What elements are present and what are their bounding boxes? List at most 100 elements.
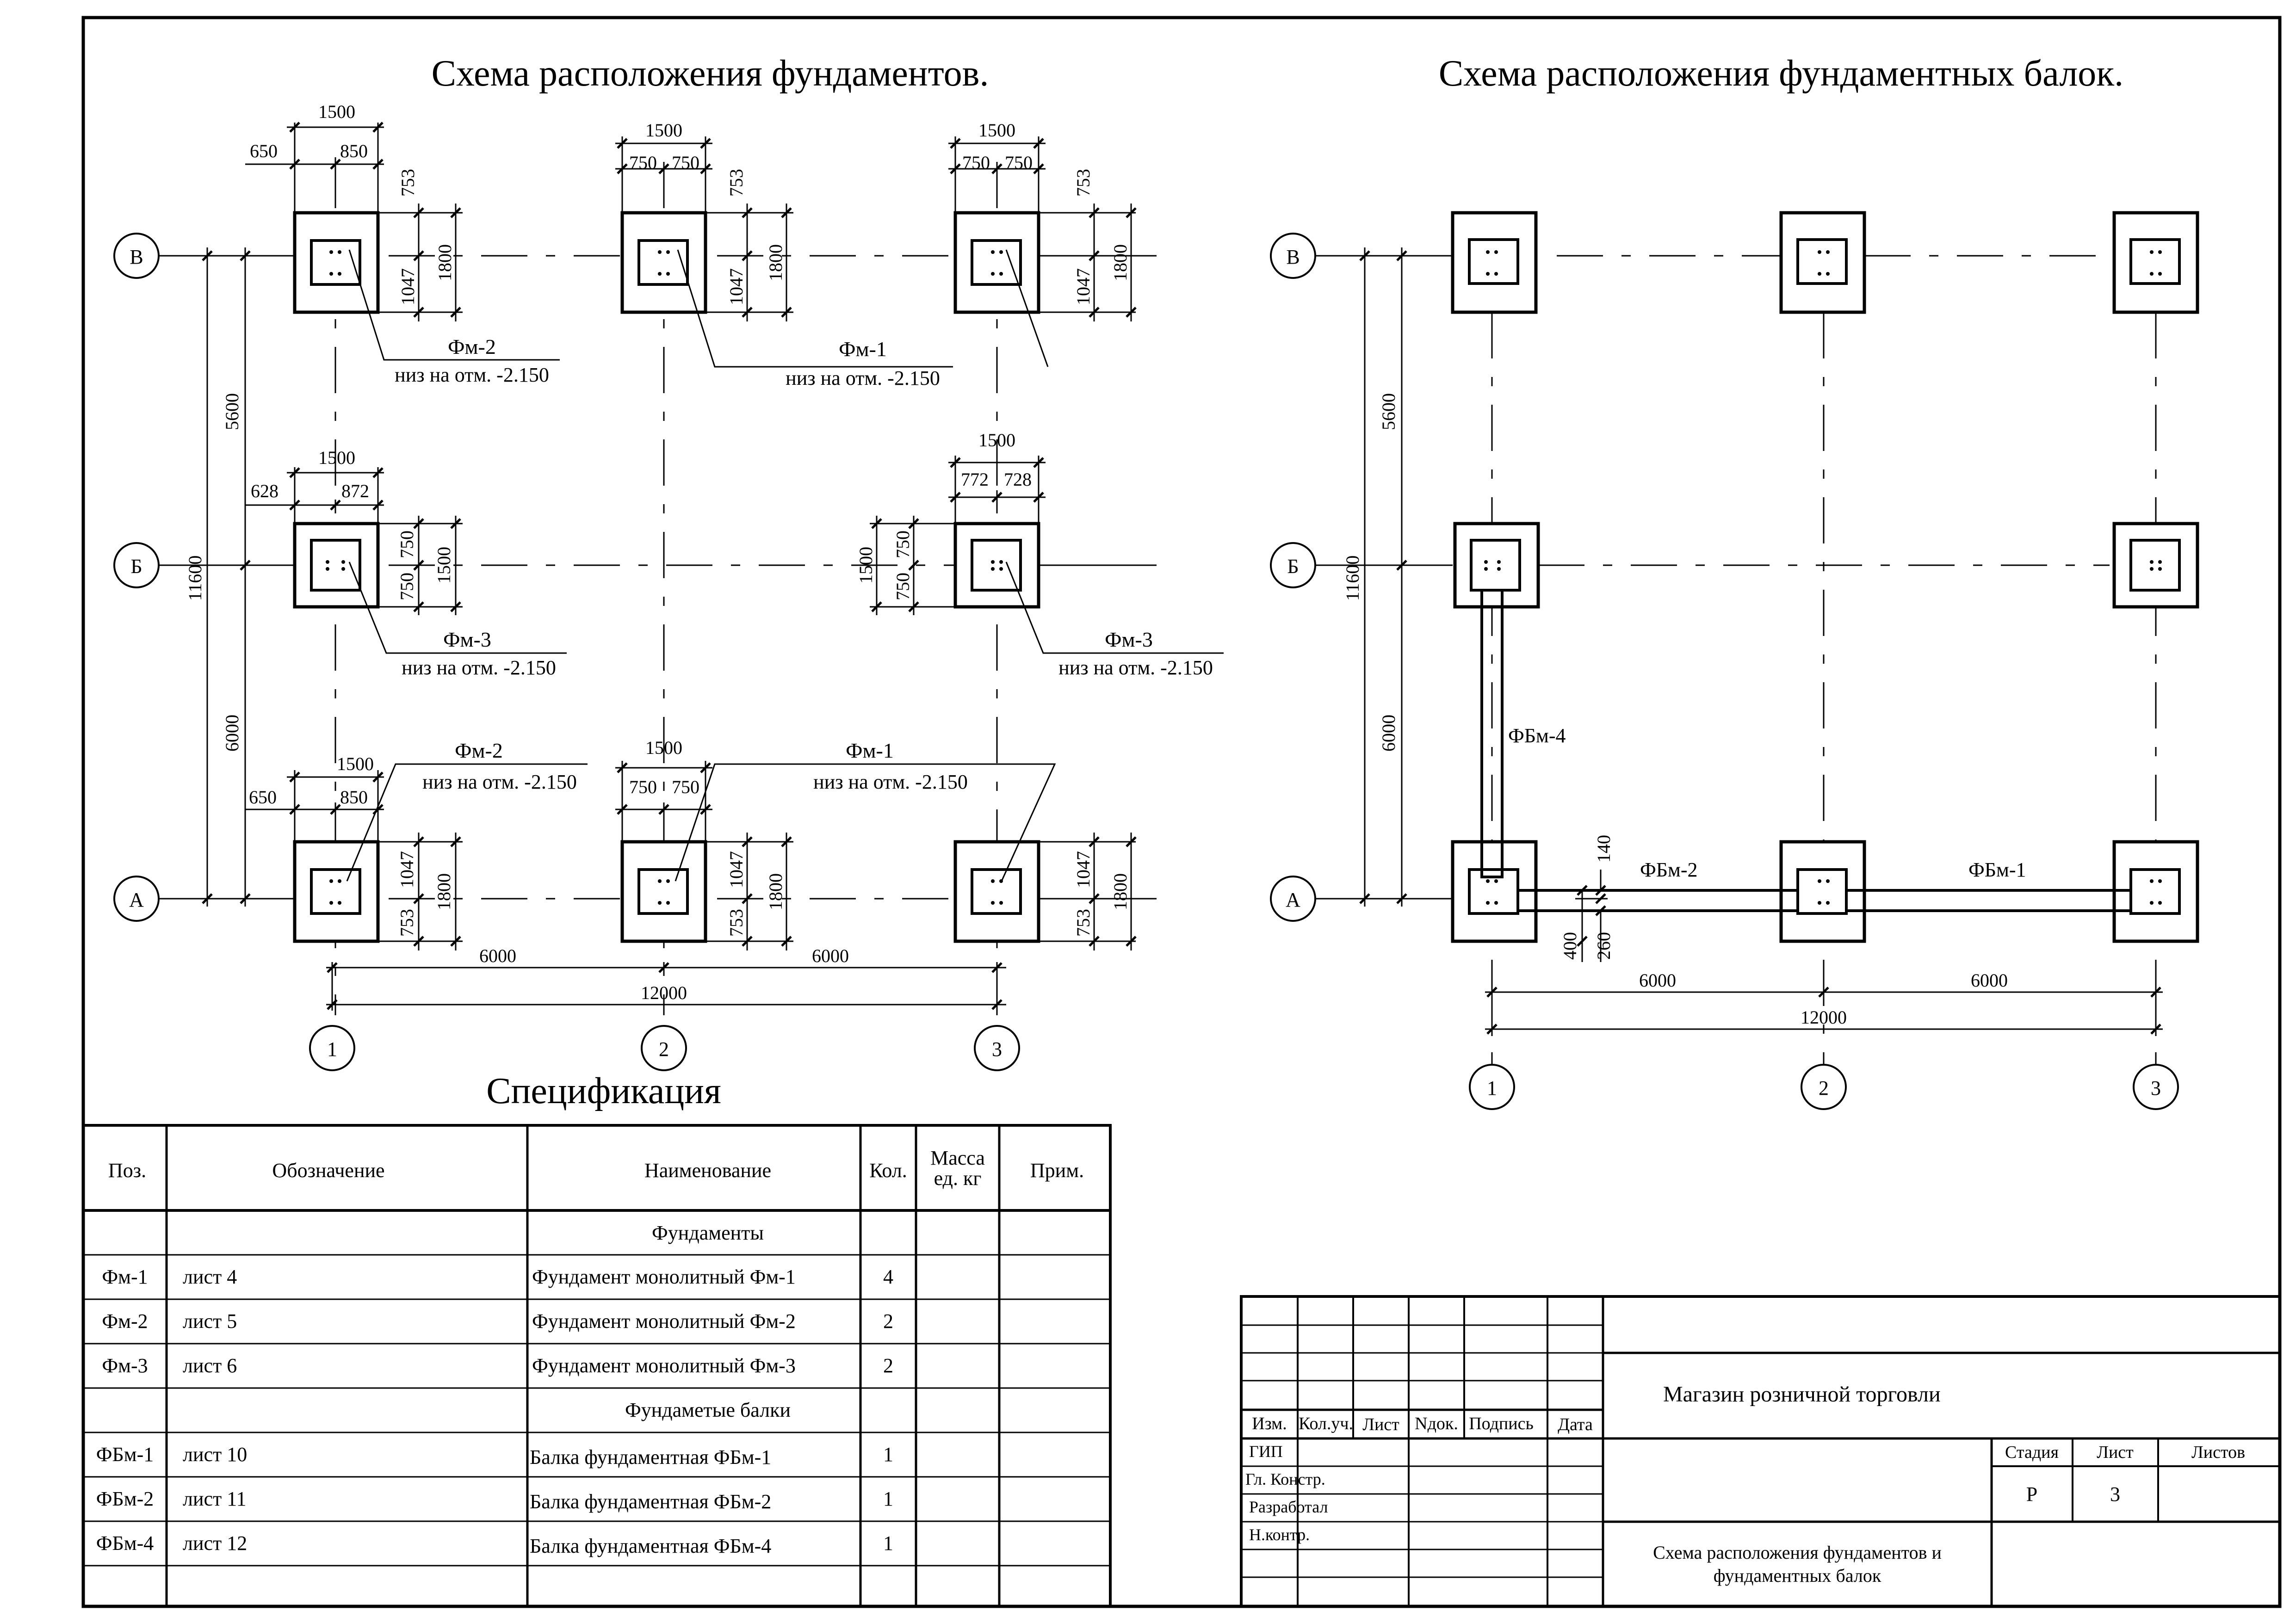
callout-fm2-a1-name: Фм-2 (455, 739, 503, 762)
beam-dim-total-height: 11600 (1342, 555, 1363, 601)
spec-cell-qty: 1 (883, 1487, 893, 1510)
column-centre-marks (326, 250, 1003, 905)
spec-header-mass-2: ед. кг (934, 1167, 982, 1190)
spec-section-foundations: Фундаменты (652, 1222, 764, 1244)
axis-label-b: Б (130, 555, 142, 578)
dim-b1-top-total: 1500 (318, 447, 355, 468)
dim-lower-span: 6000 (222, 715, 242, 752)
dim-b3-top-left: 772 (961, 469, 989, 490)
dim-a2-side-a: 1047 (726, 851, 747, 888)
footing-a1-dims (245, 770, 463, 950)
spec-cell-pos: Фм-3 (102, 1354, 148, 1377)
callout-fm2-a1-level: низ на отм. -2.150 (422, 771, 577, 793)
beam-fbm2 (1516, 889, 1799, 912)
foundation-beams-plan: В Б А 1 2 3 (1270, 211, 2199, 1110)
dim-span-1-2: 6000 (479, 945, 516, 966)
left-vertical-dimensions (199, 247, 252, 907)
tb-stage-label: Стадия (2005, 1443, 2059, 1462)
tb-role-norm-control: Н.контр. (1249, 1525, 1310, 1544)
dim-v1-top-left: 650 (250, 141, 278, 161)
dim-a1-side-b: 753 (396, 909, 417, 937)
tb-header-data: Дата (1558, 1415, 1593, 1434)
spec-cell-designation: лист 6 (183, 1354, 237, 1377)
callout-fm3-b1-name: Фм-3 (443, 628, 491, 651)
spec-cell-pos: Фм-2 (102, 1310, 148, 1333)
dim-a3-side-total: 1800 (1110, 873, 1131, 910)
beam-dim-span-1-2: 6000 (1639, 970, 1676, 991)
beam-plan-column-axis-markers: 1 2 3 (1469, 1064, 2179, 1110)
spec-cell-name: Балка фундаментная ФБм-2 (530, 1490, 771, 1513)
tb-role-developer: Разработал (1249, 1498, 1328, 1516)
row-a-callout-leaders (346, 763, 1056, 882)
left-bottom-dimensions (326, 962, 1006, 1011)
callout-fm3-b3-name: Фм-3 (1105, 628, 1153, 651)
tb-object-name: Магазин розничной торговли (1663, 1382, 1941, 1407)
dim-b3-side-total: 1500 (855, 547, 876, 584)
beam-dim-lower-span: 6000 (1378, 715, 1399, 752)
dim-v3-top-total: 1500 (978, 120, 1015, 141)
dim-b1-top-right: 872 (341, 481, 369, 501)
beam-dim-260: 260 (1593, 932, 1614, 960)
axis-label-1: 1 (327, 1038, 337, 1061)
spec-cell-pos: ФБм-1 (96, 1443, 154, 1466)
beam-plan-centre-marks (1484, 250, 2162, 905)
tb-header-izm: Изм. (1252, 1414, 1287, 1433)
spec-cell-qty: 2 (883, 1354, 893, 1377)
sheet-frame (81, 16, 2282, 1608)
tb-header-list: Лист (1362, 1415, 1399, 1434)
axis-label-2: 2 (659, 1038, 669, 1061)
spec-header-name: Наименование (644, 1159, 771, 1182)
callout-fm1-v2-level: низ на отм. -2.150 (786, 367, 940, 389)
dim-v2-side-b: 1047 (726, 268, 747, 305)
title-block-grid (1240, 1295, 2281, 1608)
dim-v1-side-b: 1047 (397, 268, 418, 305)
beam-plan-grid-lines (1314, 255, 2157, 1075)
dim-v2-top-total: 1500 (645, 120, 682, 141)
dim-a3-side-a: 1047 (1073, 851, 1094, 888)
column-axis-markers: 1 2 3 (309, 1025, 1020, 1071)
dim-v3-top-right: 750 (1005, 152, 1033, 173)
foundation-beams (1480, 589, 2132, 912)
spec-cell-designation: лист 4 (183, 1265, 237, 1288)
tb-header-ndok: Nдок. (1415, 1414, 1458, 1433)
dim-v1-side-a: 753 (397, 169, 418, 197)
beam-dim-upper-span: 5600 (1378, 393, 1399, 430)
spec-cell-name: Балка фундаментная ФБм-1 (530, 1446, 771, 1469)
beam-label-fbm1: ФБм-1 (1968, 858, 2026, 881)
tb-sheet-label: Лист (2097, 1443, 2134, 1462)
spec-section-beams: Фундаметые балки (625, 1399, 791, 1421)
beam-axis-label-v: В (1286, 246, 1300, 268)
dim-b3-side-a: 750 (892, 531, 913, 558)
footing-v3-dims (948, 136, 1137, 321)
beam-plan-bottom-dimensions (1485, 985, 2163, 1036)
axis-label-a: А (129, 889, 144, 911)
beam-label-fbm4: ФБм-4 (1508, 724, 1566, 747)
spec-cell-designation: лист 11 (183, 1487, 247, 1510)
dim-span-2-3: 6000 (812, 945, 849, 966)
beams-plan-title: Схема расположения фундаментных балок. (1439, 53, 2123, 94)
row-b-callout-leaders (348, 562, 1224, 654)
spec-cell-qty: 4 (883, 1265, 893, 1288)
spec-header-mass-1: Масса (930, 1147, 985, 1169)
spec-cell-pos: Фм-1 (102, 1265, 148, 1288)
tb-sheet-title-2: фундаментных балок (1714, 1565, 1881, 1586)
spec-cell-qty: 1 (883, 1443, 893, 1466)
callout-fm1-v2-name: Фм-1 (839, 337, 887, 361)
spec-cell-qty: 1 (883, 1532, 893, 1555)
row-axis-markers: В Б А (113, 233, 160, 922)
tb-sheet-value: 3 (2110, 1483, 2120, 1506)
tb-role-chief-designer: Гл. Констр. (1245, 1470, 1325, 1488)
dim-v2-top-right: 750 (672, 152, 699, 173)
dim-b1-side-b: 750 (396, 573, 417, 600)
dim-a1-top-left: 650 (249, 787, 277, 808)
footing-b1-dims (245, 467, 463, 615)
callout-fm1-a2-level: низ на отм. -2.150 (813, 771, 968, 793)
dim-v1-side-total: 1800 (434, 244, 455, 281)
beam-fbm1 (1845, 889, 2132, 912)
spec-header-designation: Обозначение (272, 1159, 384, 1182)
dim-v1-top-total: 1500 (318, 101, 355, 122)
dim-v2-side-total: 1800 (765, 244, 786, 281)
spec-header-note: Прим. (1030, 1159, 1084, 1182)
spec-cell-name: Фундамент монолитный Фм-2 (532, 1310, 796, 1333)
spec-cell-pos: ФБм-4 (96, 1532, 154, 1555)
